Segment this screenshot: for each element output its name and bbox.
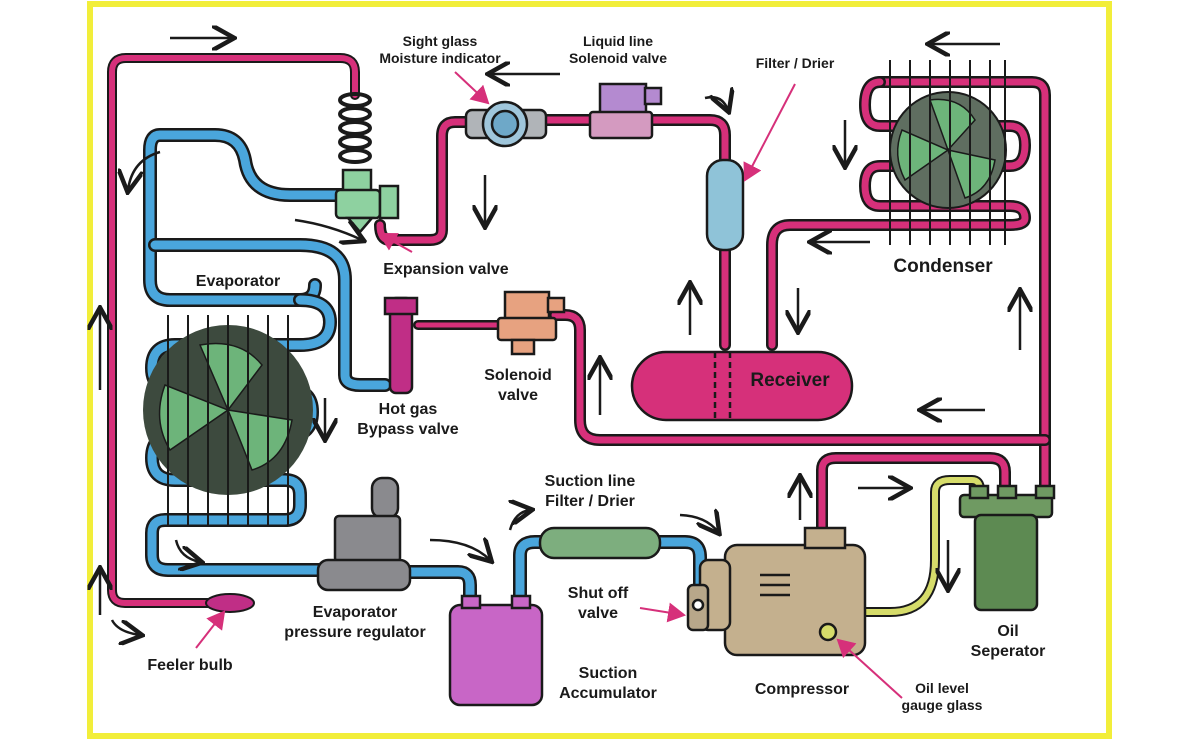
pointer-arrow xyxy=(454,71,490,105)
receiver xyxy=(630,350,854,422)
filter-drier xyxy=(705,158,745,252)
pointer-arrows xyxy=(195,71,903,699)
label-oil-level: Oil level xyxy=(915,680,969,696)
pointer-arrow xyxy=(639,602,686,623)
label-expansion-valve: Expansion valve xyxy=(383,261,508,278)
label-compressor: Compressor xyxy=(755,681,849,698)
label-hot-gas: Hot gas xyxy=(379,401,438,418)
pointer-arrow xyxy=(743,83,796,182)
feeler-bulb xyxy=(205,593,255,613)
suction-accumulator xyxy=(448,594,544,707)
label-filter-drier: Filter / Drier xyxy=(756,55,835,71)
suction-line-filter-drier xyxy=(538,526,662,560)
evaporator-pressure-regulator xyxy=(316,476,412,592)
pipes xyxy=(107,53,1051,617)
label-gauge-glass: gauge glass xyxy=(902,697,983,713)
label-condenser: Condenser xyxy=(893,256,993,277)
evaporator xyxy=(143,315,313,525)
pointer-arrow xyxy=(195,610,226,649)
labels: Sight glass Moisture indicator Liquid li… xyxy=(147,33,1045,713)
label-seperator: Seperator xyxy=(971,643,1046,660)
feeler-coil xyxy=(338,92,372,164)
sight-glass xyxy=(464,100,548,148)
label-solenoid: Solenoid xyxy=(484,367,552,384)
pointer-arrow xyxy=(378,233,413,253)
flow-arrow xyxy=(679,515,718,532)
label-oil: Oil xyxy=(997,623,1018,640)
label-bypass-valve: Bypass valve xyxy=(357,421,459,438)
flow-arrow xyxy=(294,218,362,240)
shut-off-valve xyxy=(686,583,710,632)
label-liquid-line: Liquid line xyxy=(583,33,653,49)
label-accumulator: Accumulator xyxy=(559,685,657,702)
compressor xyxy=(698,526,867,657)
label-suction-filter-drier: Filter / Drier xyxy=(545,493,635,510)
flow-arrow xyxy=(128,150,161,190)
oil-level-gauge-glass xyxy=(818,622,838,642)
flow-arrows xyxy=(100,38,1020,635)
label-evaporator-epr: Evaporator xyxy=(313,604,397,621)
oil-separator xyxy=(958,484,1056,612)
flow-arrow xyxy=(174,539,200,562)
label-pressure-regulator: pressure regulator xyxy=(284,624,425,641)
condenser xyxy=(889,60,1007,245)
flow-arrow xyxy=(704,97,728,110)
flow-arrow xyxy=(429,540,490,560)
flow-arrow xyxy=(510,510,530,531)
label-moisture-indicator: Moisture indicator xyxy=(379,50,501,66)
flow-arrow xyxy=(110,619,140,635)
label-suction-line: Suction line xyxy=(545,473,636,490)
pointer-arrow xyxy=(836,638,903,699)
label-sight-glass: Sight glass xyxy=(403,33,478,49)
label-shut-off: Shut off xyxy=(568,585,629,602)
label-feeler-bulb: Feeler bulb xyxy=(147,657,233,674)
label-receiver: Receiver xyxy=(750,370,830,391)
hot-gas-bypass-valve xyxy=(383,296,419,395)
label-shut-off-valve: valve xyxy=(578,605,618,622)
label-suction: Suction xyxy=(579,665,638,682)
evaporator-fan xyxy=(158,342,293,471)
label-liquid-solenoid-valve: Solenoid valve xyxy=(569,50,667,66)
hot-gas-solenoid-valve xyxy=(496,290,566,356)
label-evaporator: Evaporator xyxy=(196,273,280,290)
expansion-valve xyxy=(334,168,400,234)
liquid-line-solenoid-valve xyxy=(588,82,663,140)
label-solenoid-valve: valve xyxy=(498,387,538,404)
